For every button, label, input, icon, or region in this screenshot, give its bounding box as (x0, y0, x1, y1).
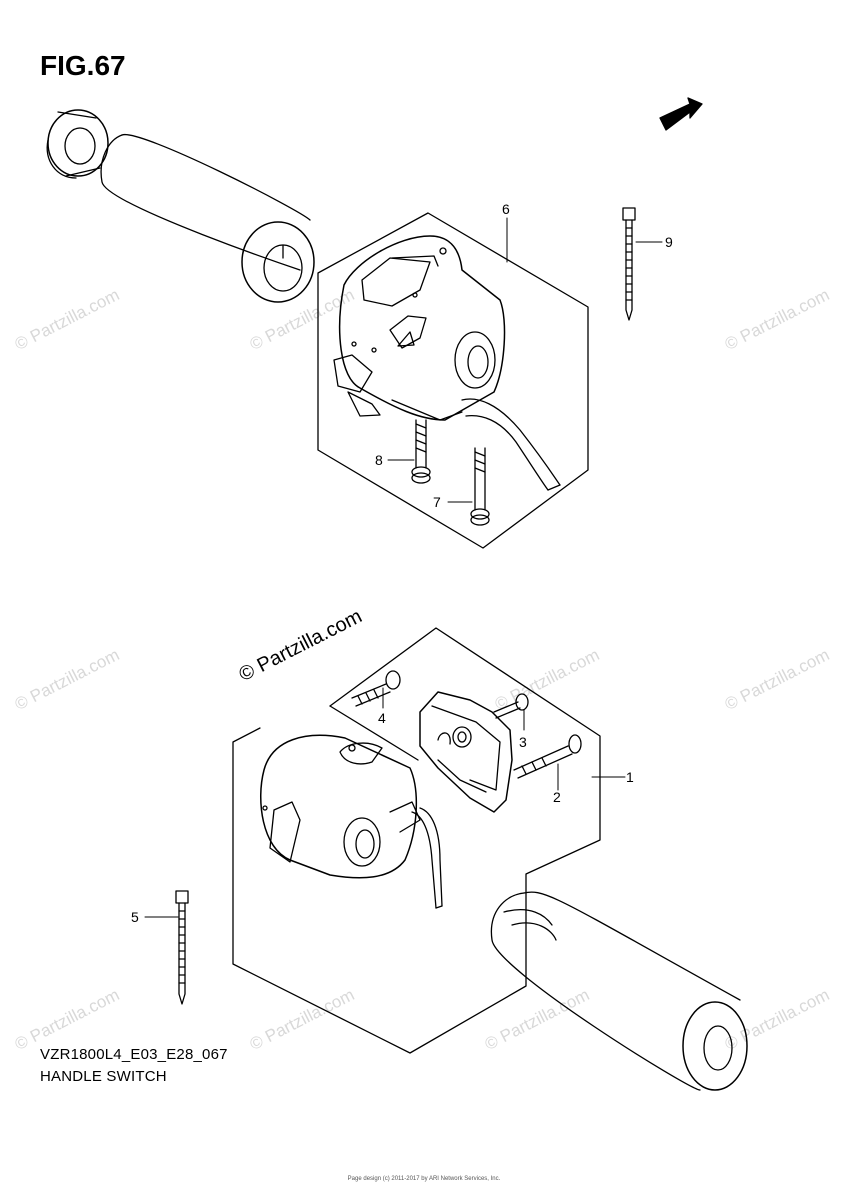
grip-end-ring (46, 109, 109, 179)
figure-name: HANDLE SWITCH (40, 1068, 167, 1085)
assembly-outline-divider (329, 705, 419, 761)
cable-tie-9 (622, 207, 636, 321)
callout-2: 2 (553, 789, 561, 805)
assembly-outline-upper (317, 212, 589, 549)
screw-3 (493, 693, 529, 719)
screw-7 (470, 447, 490, 526)
figure-title: FIG.67 (40, 50, 126, 81)
screw-8 (411, 419, 431, 484)
callout-8: 8 (375, 452, 383, 468)
left-handle-switch-housing (259, 734, 421, 879)
callout-4: 4 (378, 710, 386, 726)
right-handle-switch-housing (333, 235, 506, 421)
callout-9: 9 (665, 234, 673, 250)
fwd-arrow-icon (659, 97, 703, 131)
throttle-grip (100, 134, 315, 303)
right-switch-wire (461, 398, 561, 491)
callout-5: 5 (131, 909, 139, 925)
switch-clamp (419, 691, 513, 813)
copyright-notice: Page design (c) 2011-2017 by ARI Network… (347, 1176, 501, 1182)
assembly-outline-lower (232, 627, 601, 1054)
screw-4 (351, 670, 401, 707)
leader-lines (144, 217, 663, 918)
callout-7: 7 (433, 494, 441, 510)
figure-code: VZR1800L4_E03_E28_067 (40, 1046, 228, 1063)
screw-2 (513, 734, 582, 779)
left-switch-wire (411, 807, 443, 909)
callout-6: 6 (502, 201, 510, 217)
cable-tie-5 (175, 890, 189, 1005)
callout-3: 3 (519, 734, 527, 750)
left-grip (490, 891, 748, 1091)
callout-1: 1 (626, 769, 634, 785)
